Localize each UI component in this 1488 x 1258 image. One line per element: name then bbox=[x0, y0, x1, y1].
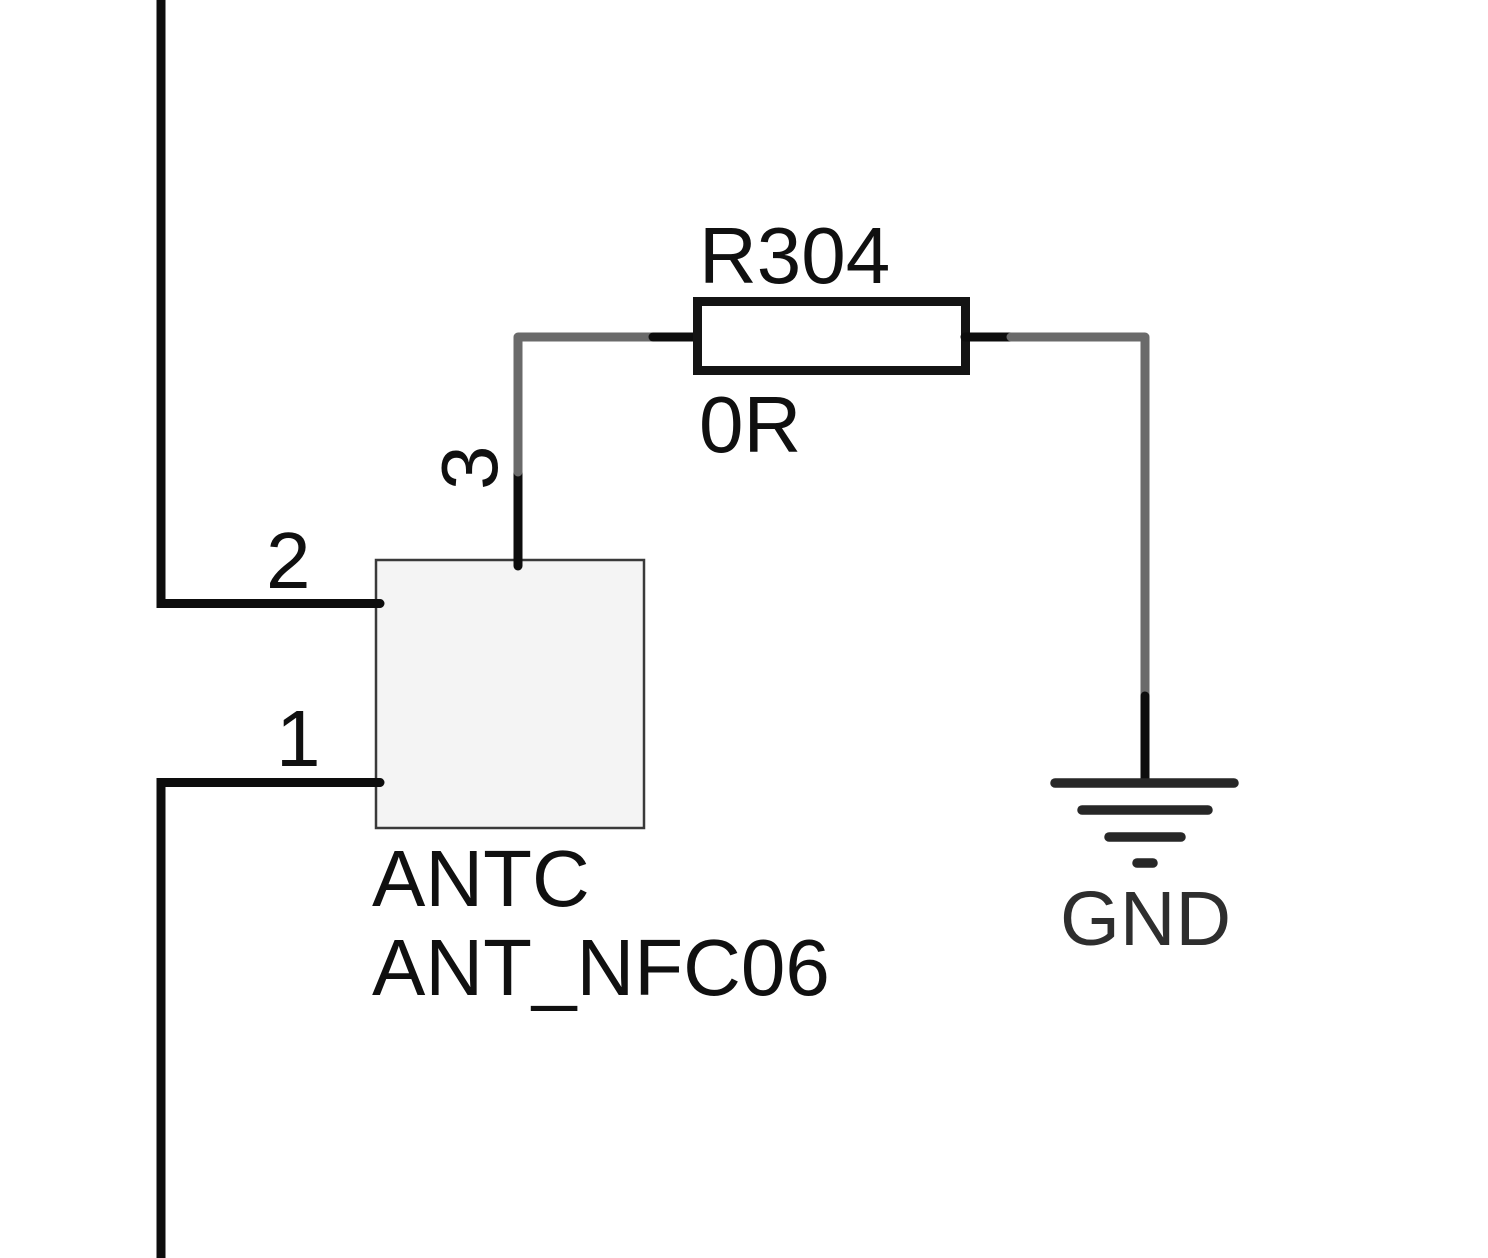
pin3-number-label: 3 bbox=[425, 446, 514, 491]
antenna-component-body[interactable] bbox=[374, 558, 646, 830]
resistor-body[interactable] bbox=[693, 297, 970, 375]
pin2-number-label: 2 bbox=[266, 516, 311, 605]
gnd-net-label: GND bbox=[1060, 876, 1231, 962]
wire-pin1-net[interactable] bbox=[156, 778, 385, 1258]
net-resistor-to-gnd[interactable] bbox=[1006, 332, 1150, 703]
pin1-number-label: 1 bbox=[276, 694, 321, 783]
gnd-symbol[interactable] bbox=[1050, 778, 1239, 868]
resistor-value-label: 0R bbox=[699, 380, 801, 469]
antenna-refdes-label: ANTC bbox=[372, 834, 590, 923]
net-pin3-to-resistor[interactable] bbox=[513, 332, 661, 477]
antenna-part-label: ANT_NFC06 bbox=[372, 923, 830, 1012]
wire-pin2-net[interactable] bbox=[156, 0, 385, 608]
resistor-refdes-label: R304 bbox=[699, 211, 890, 300]
